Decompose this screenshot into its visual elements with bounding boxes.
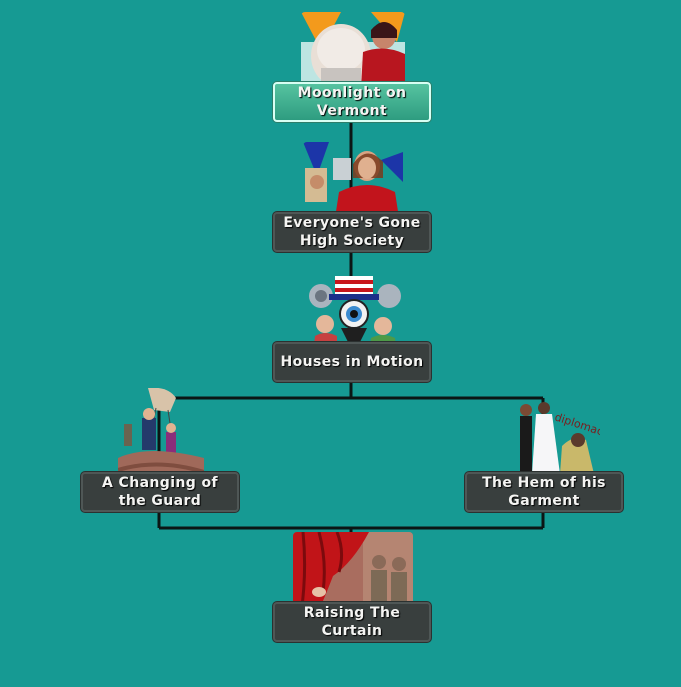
node-label-hem: The Hem of his Garment [465,472,623,512]
portrait-art [301,12,405,88]
node-label-high-society: Everyone's Gone High Society [273,212,431,252]
politician-art [303,142,403,218]
node-label-guard: A Changing of the Guard [81,472,239,512]
diplomacy-cartoon-art: diplomacy? [490,400,617,476]
node-label-moonlight: Moonlight on Vermont [273,82,431,122]
node-label-curtain: Raising The Curtain [273,602,431,642]
node-label-houses: Houses in Motion [273,342,431,382]
